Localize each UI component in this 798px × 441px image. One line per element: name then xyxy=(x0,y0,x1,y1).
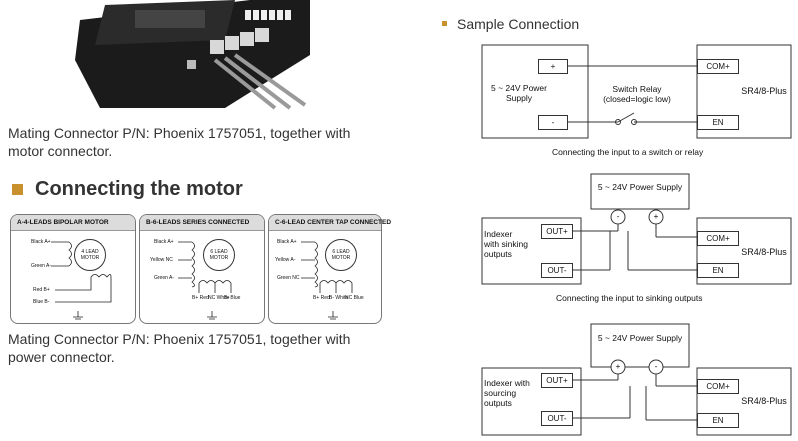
motor-box-4-lead: A-4-LEADS BIPOLAR MOTOR Black A+ Green A… xyxy=(10,214,136,324)
wire-label: Yellow NC xyxy=(150,257,173,263)
driver-product-photo xyxy=(75,0,310,110)
com-plus-terminal: COM+ xyxy=(697,379,739,394)
out-plus-terminal: OUT+ xyxy=(541,224,573,239)
sample-connection-title: Sample Connection xyxy=(457,16,580,32)
device-label: SR4/8-Plus xyxy=(741,86,787,96)
device-label: SR4/8-Plus xyxy=(741,247,787,257)
motor-symbol: 6 LEAD MOTOR xyxy=(203,239,235,271)
wire-label: B+ Red xyxy=(313,295,330,301)
out-minus-terminal: OUT- xyxy=(541,411,573,426)
wire-label: Red B+ xyxy=(33,287,50,293)
diagram-1-caption: Connecting the input to a switch or rela… xyxy=(552,147,704,157)
motor-wiring xyxy=(301,241,353,320)
power-supply-label: 5 ~ 24V Power Supply xyxy=(597,333,683,343)
indexer-label: Indexer with sourcing outputs xyxy=(484,378,530,408)
wire-label: B- White xyxy=(329,295,349,301)
supply-minus-symbol: - xyxy=(654,361,658,371)
heading-bullet-icon xyxy=(12,184,23,195)
wire-label: Yellow A- xyxy=(275,257,296,263)
motor-box-title: A-4-LEADS BIPOLAR MOTOR xyxy=(11,215,135,231)
device-label: SR4/8-Plus xyxy=(741,396,787,406)
motor-symbol: 6 LEAD MOTOR xyxy=(325,239,357,271)
wire-label: B+ Red xyxy=(192,295,209,301)
wire-label: Green NC xyxy=(277,275,300,281)
com-plus-terminal: COM+ xyxy=(697,59,739,74)
motor-box-title: C-6-LEAD CENTER TAP CONNECTED xyxy=(269,215,391,231)
power-supply-label: 5 ~ 24V Power Supply xyxy=(491,83,547,103)
wire-label: Green A- xyxy=(31,263,52,269)
com-plus-terminal: COM+ xyxy=(697,231,739,246)
supply-plus-terminal: + xyxy=(538,59,568,74)
connecting-motor-heading: Connecting the motor xyxy=(35,178,243,200)
mating-connector-caption-motor: Mating Connector P/N: Phoenix 1757051, t… xyxy=(8,125,351,159)
sample-bullet-icon xyxy=(442,21,447,26)
wire-label: Black A+ xyxy=(154,239,174,245)
wire-label: NC White xyxy=(208,295,230,301)
supply-plus-symbol: + xyxy=(615,361,621,371)
switch-relay-label: Switch Relay (closed=logic low) xyxy=(603,84,671,104)
motor-wiring xyxy=(51,241,112,320)
mating-connector-caption-power: Mating Connector P/N: Phoenix 1757051, t… xyxy=(8,331,351,365)
wire-label: NC Blue xyxy=(345,295,364,301)
wire-label: Green A- xyxy=(154,275,175,281)
motor-box-6-lead-series: B-6-LEADS SERIES CONNECTED Black A+ Yell… xyxy=(139,214,265,324)
power-supply-label: 5 ~ 24V Power Supply xyxy=(597,182,683,192)
supply-minus-terminal: - xyxy=(538,115,568,130)
wire-label: Black A+ xyxy=(277,239,297,245)
motor-wiring xyxy=(178,241,232,320)
indexer-label: Indexer with sinking outputs xyxy=(484,229,528,259)
diagram-2-caption: Connecting the input to sinking outputs xyxy=(556,293,703,303)
wire-label: Blue B- xyxy=(33,299,50,305)
supply-minus-symbol: - xyxy=(616,211,620,221)
motor-symbol: 4 LEAD MOTOR xyxy=(74,239,106,271)
en-terminal: EN xyxy=(697,413,739,428)
motor-box-6-lead-center-tap: C-6-LEAD CENTER TAP CONNECTED Black A+ Y… xyxy=(268,214,391,324)
out-plus-terminal: OUT+ xyxy=(541,373,573,388)
en-terminal: EN xyxy=(697,115,739,130)
wire-label: B- Blue xyxy=(224,295,241,301)
out-minus-terminal: OUT- xyxy=(541,263,573,278)
en-terminal: EN xyxy=(697,263,739,278)
supply-plus-symbol: + xyxy=(653,211,659,221)
wire-label: Black A+ xyxy=(31,239,51,245)
motor-box-title: B-6-LEADS SERIES CONNECTED xyxy=(140,215,264,231)
